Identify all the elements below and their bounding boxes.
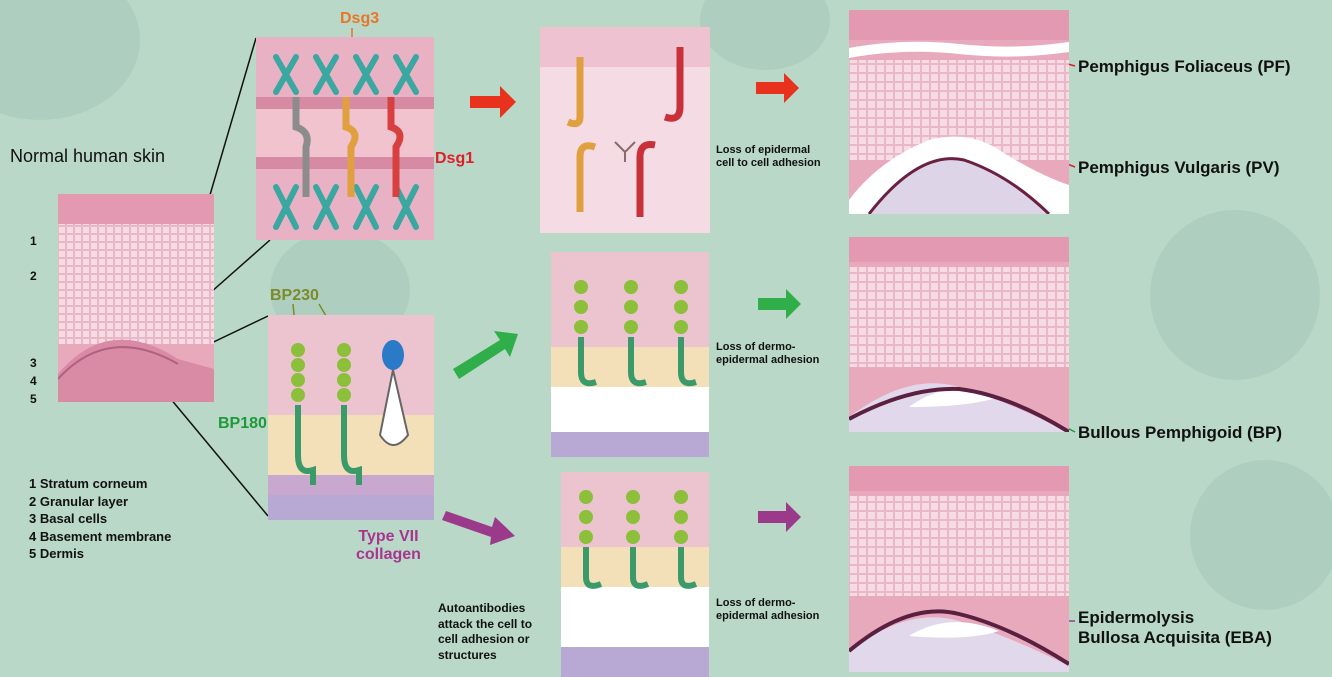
legend-item: 4 Basement membrane [29,528,171,546]
arrow-red-1 [470,86,516,118]
normal-skin-image [58,194,214,402]
autoantibodies-line: cell adhesion or [438,632,532,648]
mechanism-label-line: cell to cell adhesion [716,157,821,170]
arrow-purple-1 [442,511,515,545]
mechanism-label-cell-adhesion: Loss of epidermal cell to cell adhesion [716,144,821,169]
mechanism-label-line: Loss of epidermal [716,144,821,157]
normal-skin-title: Normal human skin [10,146,165,167]
disease-label-eba: Epidermolysis Bullosa Acquisita (EBA) [1078,608,1272,647]
label-bp180: BP180 [218,415,267,433]
disease-label-eba-line1: Epidermolysis [1078,608,1272,628]
layer-number-1: 1 [30,235,37,249]
label-type7-collagen: Type VII collagen [356,528,421,565]
mechanism-label-dermo-b: Loss of dermo- epidermal adhesion [716,597,819,622]
mechanism-label-dermo-a: Loss of dermo- epidermal adhesion [716,341,819,366]
bullous-pemphigoid-illustration [849,237,1069,432]
layer-number-4: 4 [30,375,37,389]
desmosome-zoom-panel [256,37,434,240]
autoantibodies-line: Autoantibodies [438,601,532,617]
autoantibodies-note: Autoantibodies attack the cell to cell a… [438,601,532,663]
mechanism-label-line: epidermal adhesion [716,610,819,623]
disease-label-bp: Bullous Pemphigoid (BP) [1078,423,1282,443]
label-bp230: BP230 [270,287,319,305]
mechanism-label-line: Loss of dermo- [716,341,819,354]
cell-adhesion-loss-illustration [540,27,710,233]
hemidesmosome-illustration [268,315,434,520]
arrow-purple-2 [758,502,801,532]
autoantibodies-line: structures [438,648,532,664]
mechanism-panel-dermo-epidermal-a [551,252,709,457]
label-dsg1: Dsg1 [435,150,474,168]
mechanism-panel-cell-adhesion [540,27,710,233]
arrow-green-1 [453,331,518,379]
legend-item: 1 Stratum corneum [29,475,171,493]
layer-number-2: 2 [30,270,37,284]
label-type7-line2: collagen [356,546,421,564]
mechanism-panel-dermo-epidermal-b [561,472,709,677]
dermo-epidermal-loss-illustration [551,252,709,457]
dermo-epidermal-loss-illustration [561,472,709,677]
legend-item: 5 Dermis [29,545,171,563]
layer-number-5: 5 [30,393,37,407]
disease-panel-bullous-pemphigoid [849,237,1069,432]
arrow-red-2 [756,73,799,103]
hemidesmosome-zoom-panel [268,315,434,520]
zoom-line [165,392,268,516]
disease-panel-pemphigus [849,10,1069,214]
normal-skin-illustration [58,194,214,402]
disease-label-pv: Pemphigus Vulgaris (PV) [1078,158,1280,178]
desmosome-illustration [256,37,434,240]
layer-number-3: 3 [30,357,37,371]
label-dsg3: Dsg3 [340,10,379,28]
legend-item: 3 Basal cells [29,510,171,528]
autoantibodies-line: attack the cell to [438,617,532,633]
arrow-green-2 [758,289,801,319]
mechanism-label-line: Loss of dermo- [716,597,819,610]
disease-label-eba-line2: Bullosa Acquisita (EBA) [1078,628,1272,648]
eba-skin-illustration [849,466,1069,672]
disease-panel-eba [849,466,1069,672]
disease-label-pf: Pemphigus Foliaceus (PF) [1078,57,1291,77]
layer-legend: 1 Stratum corneum 2 Granular layer 3 Bas… [29,475,171,563]
pemphigus-skin-illustration [849,10,1069,214]
label-type7-line1: Type VII [356,528,421,546]
mechanism-label-line: epidermal adhesion [716,354,819,367]
legend-item: 2 Granular layer [29,493,171,511]
